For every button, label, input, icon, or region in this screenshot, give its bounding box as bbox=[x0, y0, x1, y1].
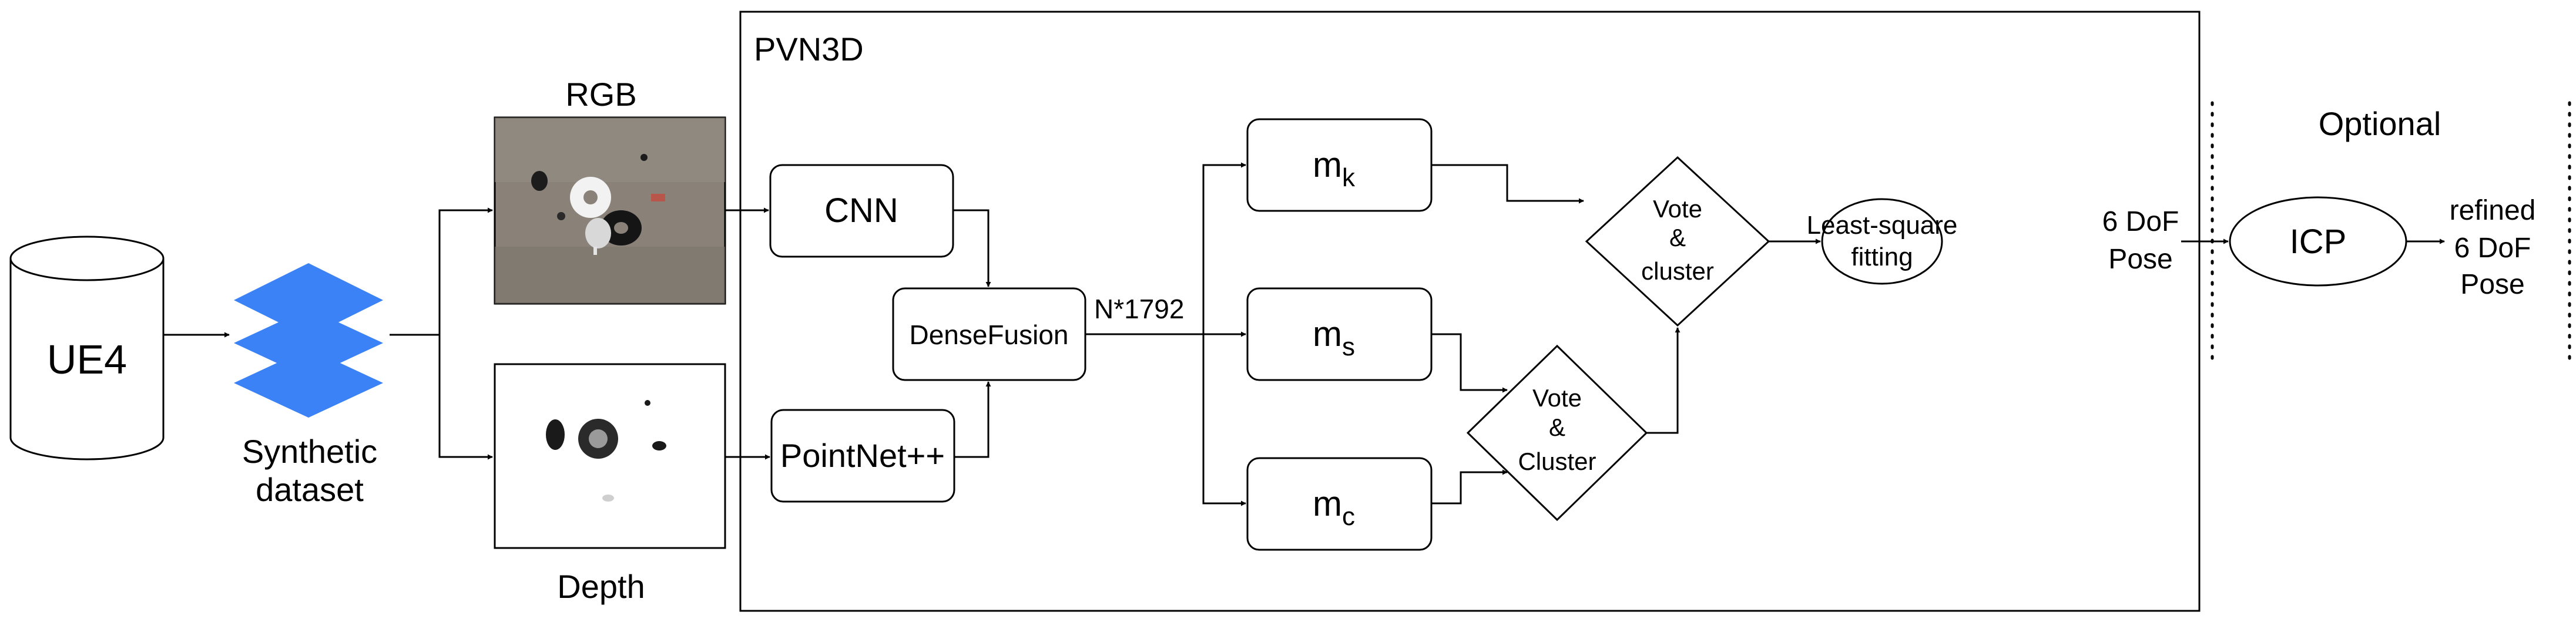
arrow-vote2-vote1 bbox=[1646, 327, 1681, 434]
feature-dim-label: N*1792 bbox=[1094, 294, 1184, 324]
least-square-line1: Least-square bbox=[1807, 211, 1958, 240]
depth-label: Depth bbox=[557, 568, 645, 605]
pvn3d-label: PVN3D bbox=[754, 31, 864, 68]
least-square-ellipse bbox=[1821, 198, 1943, 285]
ue4-database: UE4 bbox=[9, 236, 165, 460]
pose-line2: Pose bbox=[2108, 244, 2172, 275]
arrow-to-mk bbox=[1202, 162, 1246, 334]
vote-cluster-2-diamond bbox=[1466, 344, 1648, 522]
stacked-layers-icon bbox=[234, 263, 383, 418]
rgb-label: RGB bbox=[565, 76, 636, 113]
depth-map bbox=[494, 363, 726, 549]
arrow-to-mc bbox=[1202, 334, 1246, 506]
least-square-line2: fitting bbox=[1851, 243, 1913, 271]
vote-cluster-2-line1: Vote bbox=[1532, 384, 1582, 412]
refined-line1: refined bbox=[2450, 195, 2536, 226]
arrow-mk-vote1 bbox=[1431, 164, 1584, 204]
vote-cluster-1-diamond bbox=[1585, 156, 1770, 327]
arrow-dataset-depth bbox=[438, 335, 493, 460]
arrow-mc-vote2 bbox=[1431, 469, 1508, 505]
optional-label: Optional bbox=[2319, 105, 2441, 142]
vote-cluster-2-line2: & bbox=[1549, 413, 1565, 441]
mc-label: mc bbox=[1313, 484, 1355, 531]
refined-line2: 6 DoF bbox=[2454, 233, 2531, 264]
mk-label: mk bbox=[1313, 145, 1356, 192]
refined-line3: Pose bbox=[2460, 269, 2524, 300]
arrow-dataset-rgb bbox=[390, 207, 493, 336]
vote-cluster-2-line3: Cluster bbox=[1518, 448, 1596, 475]
ms-label: ms bbox=[1313, 314, 1355, 361]
pose-line1: 6 DoF bbox=[2102, 206, 2179, 237]
arrow-ms-vote2 bbox=[1431, 333, 1508, 393]
icp-label: ICP bbox=[2290, 223, 2347, 261]
arrow-pointnet-densefusion bbox=[954, 381, 991, 458]
synthetic-dataset-label: Synthetic bbox=[242, 433, 377, 470]
pointnet-box bbox=[770, 409, 955, 503]
synthetic-dataset-label-2: dataset bbox=[256, 471, 364, 508]
ue4-label: UE4 bbox=[47, 337, 127, 382]
arrow-cnn-densefusion bbox=[953, 209, 991, 287]
vote-cluster-1-line3: cluster bbox=[1641, 257, 1714, 285]
rgb-photo bbox=[494, 116, 726, 305]
cnn-label: CNN bbox=[824, 191, 898, 230]
vote-cluster-1-line1: Vote bbox=[1653, 195, 1702, 223]
densefusion-label: DenseFusion bbox=[909, 320, 1068, 350]
vote-cluster-1-line2: & bbox=[1669, 224, 1686, 251]
pointnet-label: PointNet++ bbox=[780, 437, 945, 474]
